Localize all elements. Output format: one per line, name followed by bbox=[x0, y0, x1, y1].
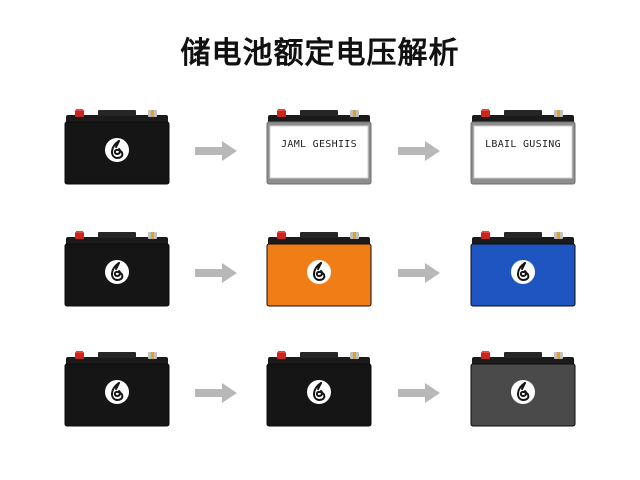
right-arrow-icon bbox=[195, 380, 239, 406]
battery-r1-c1 bbox=[62, 106, 172, 186]
right-arrow-icon bbox=[398, 138, 442, 164]
page-title: 储电池额定电压解析 bbox=[180, 36, 460, 71]
battery-logo-icon bbox=[266, 351, 372, 427]
battery-r3-c2 bbox=[264, 348, 374, 428]
battery-r2-c3 bbox=[468, 228, 578, 308]
battery-logo-icon bbox=[64, 231, 170, 307]
battery-r1-c3: LBAIL GUSING bbox=[468, 106, 578, 186]
battery-logo-icon bbox=[470, 351, 576, 427]
battery-logo-icon bbox=[266, 231, 372, 307]
battery-logo-icon bbox=[64, 109, 170, 185]
battery-logo-icon bbox=[470, 231, 576, 307]
battery-logo-icon bbox=[64, 351, 170, 427]
battery-r2-c1 bbox=[62, 228, 172, 308]
battery-r2-c2 bbox=[264, 228, 374, 308]
right-arrow-icon bbox=[195, 260, 239, 286]
battery-r1-c2: JAML GESHIIS bbox=[264, 106, 374, 186]
right-arrow-icon bbox=[398, 380, 442, 406]
battery-label-text: LBAIL GUSING bbox=[485, 139, 561, 150]
battery-label-text: JAML GESHIIS bbox=[281, 139, 357, 150]
right-arrow-icon bbox=[195, 138, 239, 164]
battery-r3-c3 bbox=[468, 348, 578, 428]
battery-r3-c1 bbox=[62, 348, 172, 428]
right-arrow-icon bbox=[398, 260, 442, 286]
